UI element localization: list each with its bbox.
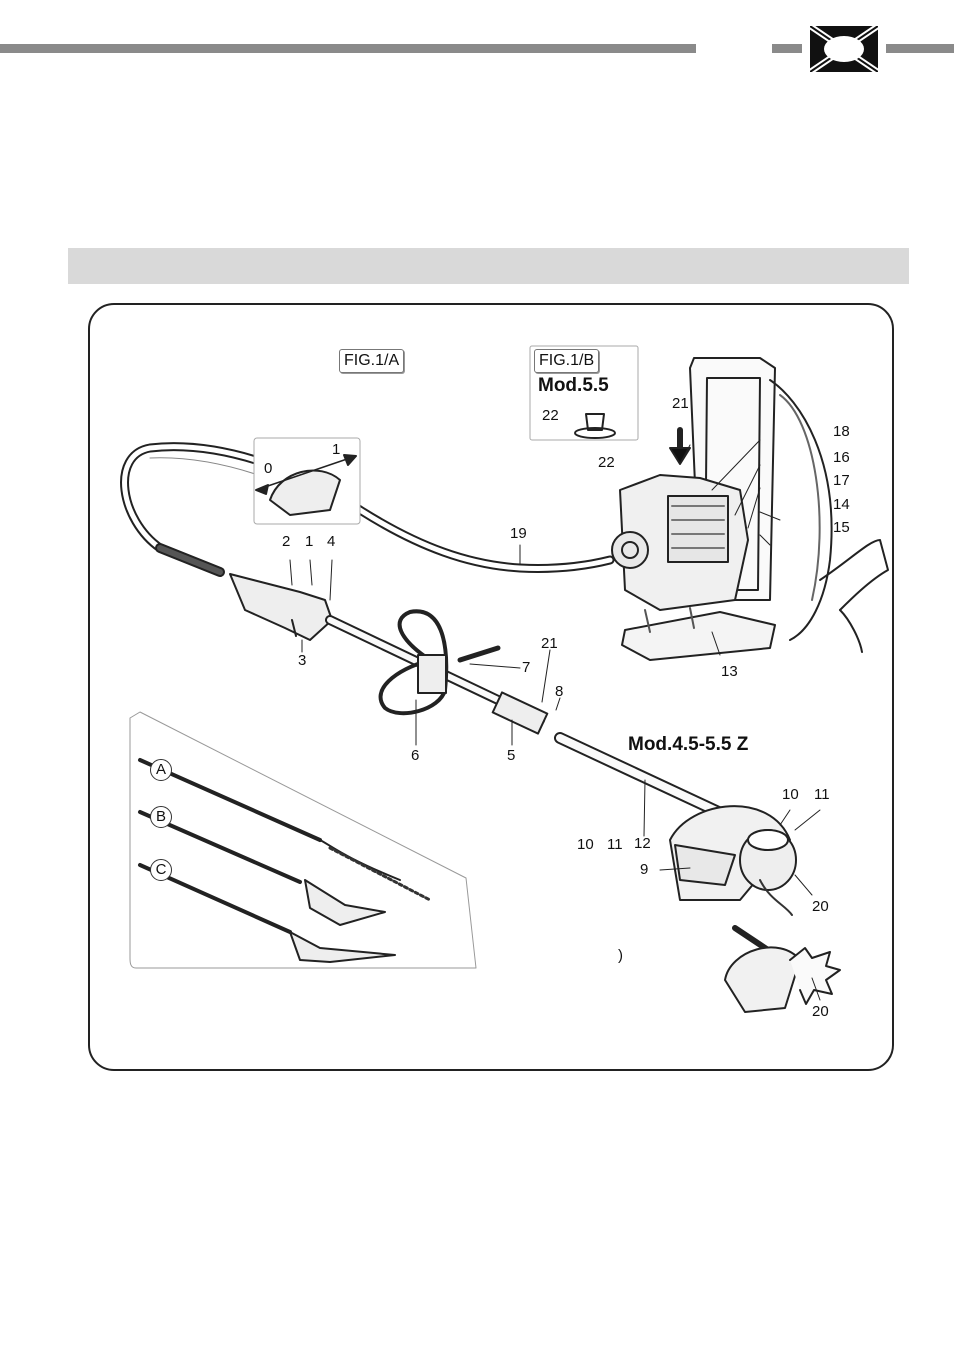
callout-ghost-11: 11 xyxy=(607,836,623,853)
callout-20-blade: 20 xyxy=(812,1003,829,1020)
attachment-b-label: B xyxy=(150,806,172,828)
callout-15: 15 xyxy=(833,519,850,536)
callout-throttle-1: 1 xyxy=(332,441,341,458)
callout-14: 14 xyxy=(833,496,850,513)
attachment-c-label: C xyxy=(150,859,172,881)
callout-13: 13 xyxy=(721,663,738,680)
model-55-label: Mod.5.5 xyxy=(538,375,609,396)
callout-21-top: 21 xyxy=(672,395,689,412)
header-rule-left xyxy=(0,44,696,53)
callout-18: 18 xyxy=(833,423,850,440)
callout-19: 19 xyxy=(510,525,527,542)
callout-ghost-0: ) xyxy=(618,947,623,964)
model-z-label: Mod.4.5-5.5 Z xyxy=(628,734,749,755)
callout-12: 12 xyxy=(634,835,651,852)
attachment-a-label: A xyxy=(150,759,172,781)
fig-1a-label: FIG.1/A xyxy=(339,349,405,373)
callout-inset-22: 22 xyxy=(542,407,559,424)
uk-flag-icon xyxy=(810,26,878,72)
callout-16: 16 xyxy=(833,449,850,466)
callout-22: 22 xyxy=(598,454,615,471)
callout-1: 1 xyxy=(305,533,314,550)
callout-4: 4 xyxy=(327,533,336,550)
callout-8: 8 xyxy=(555,683,564,700)
header-rule-right xyxy=(886,44,954,53)
callout-9: 9 xyxy=(640,861,649,878)
callout-ghost-10: 10 xyxy=(577,836,594,853)
fig-1b-label: FIG.1/B xyxy=(534,349,600,373)
callout-20: 20 xyxy=(812,898,829,915)
callout-21: 21 xyxy=(541,635,558,652)
callout-2: 2 xyxy=(282,533,291,550)
callout-6: 6 xyxy=(411,747,420,764)
callout-17: 17 xyxy=(833,472,850,489)
callout-7: 7 xyxy=(522,659,531,676)
figure-frame xyxy=(88,303,894,1071)
callout-11: 11 xyxy=(814,786,830,803)
header-rule-mid xyxy=(772,44,802,53)
section-title-band xyxy=(68,248,909,284)
callout-throttle-0: 0 xyxy=(264,460,273,477)
callout-5: 5 xyxy=(507,747,516,764)
callout-3: 3 xyxy=(298,652,307,669)
callout-10: 10 xyxy=(782,786,799,803)
